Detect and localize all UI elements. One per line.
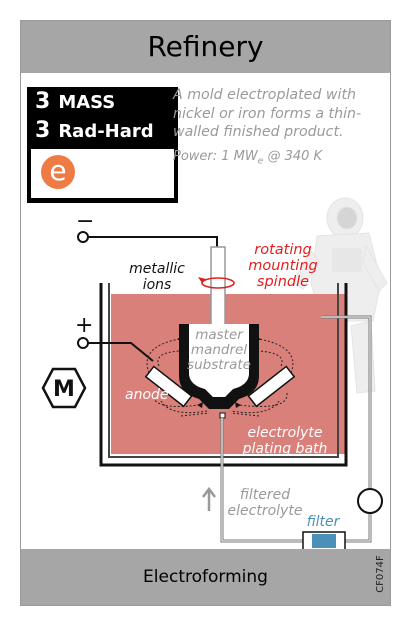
bottom-bar xyxy=(21,549,390,605)
mandrel-label-2: mandrel xyxy=(191,342,247,358)
mass-value: 3 xyxy=(35,89,51,114)
spindle-label-2: mounting xyxy=(248,258,317,274)
card-description: A mold electroplated with nickel or iron… xyxy=(173,87,362,140)
metallic-ions-label-2: ions xyxy=(143,277,172,293)
positive-wire xyxy=(88,342,154,362)
pump-pipe xyxy=(345,513,372,543)
metallic-ions-label-1: metallic xyxy=(129,261,185,277)
return-pipe-inner xyxy=(221,418,303,542)
type-box: e xyxy=(31,149,174,198)
ion-flow-lines xyxy=(146,338,294,417)
pump-icon xyxy=(357,488,383,514)
negative-terminal-label: − xyxy=(76,209,94,234)
electroforming-diagram: M − + metallic ions rotating mounting sp… xyxy=(41,209,383,551)
flow-up-arrow-icon xyxy=(202,486,216,511)
negative-wire xyxy=(88,236,218,247)
outlet-port xyxy=(219,412,226,419)
mass-label: MASS xyxy=(58,92,116,113)
filter-label: filter xyxy=(307,514,341,530)
positive-terminal-label: + xyxy=(75,313,93,338)
card-title: Refinery xyxy=(147,30,264,63)
left-anode xyxy=(144,365,193,408)
rotation-arrowhead-icon xyxy=(198,277,206,283)
mandrel-label-1: master xyxy=(195,327,244,343)
bath-label-2: plating bath xyxy=(242,441,328,457)
power-prefix: Power: 1 MW xyxy=(173,149,258,164)
filtered-label-2: electrolyte xyxy=(228,503,303,519)
filter-element xyxy=(312,534,336,548)
power-requirement: Power: 1 MWe @ 340 K xyxy=(173,149,322,167)
spindle-label-3: spindle xyxy=(257,274,309,290)
m-badge-text: M xyxy=(53,377,75,402)
power-suffix: @ 340 K xyxy=(263,149,323,164)
filtered-label-1: filtered xyxy=(240,487,290,503)
master-mandrel-substrate xyxy=(189,324,249,397)
supply-pipe-inner xyxy=(321,316,371,489)
title-bar xyxy=(21,21,390,73)
mass-stat: 3 MASS xyxy=(35,89,115,114)
mandrel-label-3: substrate xyxy=(187,357,251,373)
card-subtitle: Electroforming xyxy=(143,567,268,587)
anode-label: anode xyxy=(125,387,169,403)
ion-arrowheads xyxy=(177,336,261,408)
pump-pipe-inner xyxy=(345,513,371,542)
m-hexagon-icon xyxy=(41,367,87,409)
electric-type-icon: e xyxy=(41,155,75,189)
right-anode xyxy=(247,365,296,408)
positive-terminal-icon xyxy=(77,337,89,349)
rad-hard-label: Rad-Hard xyxy=(58,121,154,142)
card-code: CF074F xyxy=(375,555,386,593)
rad-hard-stat: 3 Rad-Hard xyxy=(35,118,154,143)
bath-label-1: electrolyte xyxy=(248,425,323,441)
rad-hard-value: 3 xyxy=(35,118,51,143)
mandrel-plating-layer xyxy=(179,324,259,409)
spindle-label-1: rotating xyxy=(254,242,312,258)
power-subscript: e xyxy=(257,156,264,167)
